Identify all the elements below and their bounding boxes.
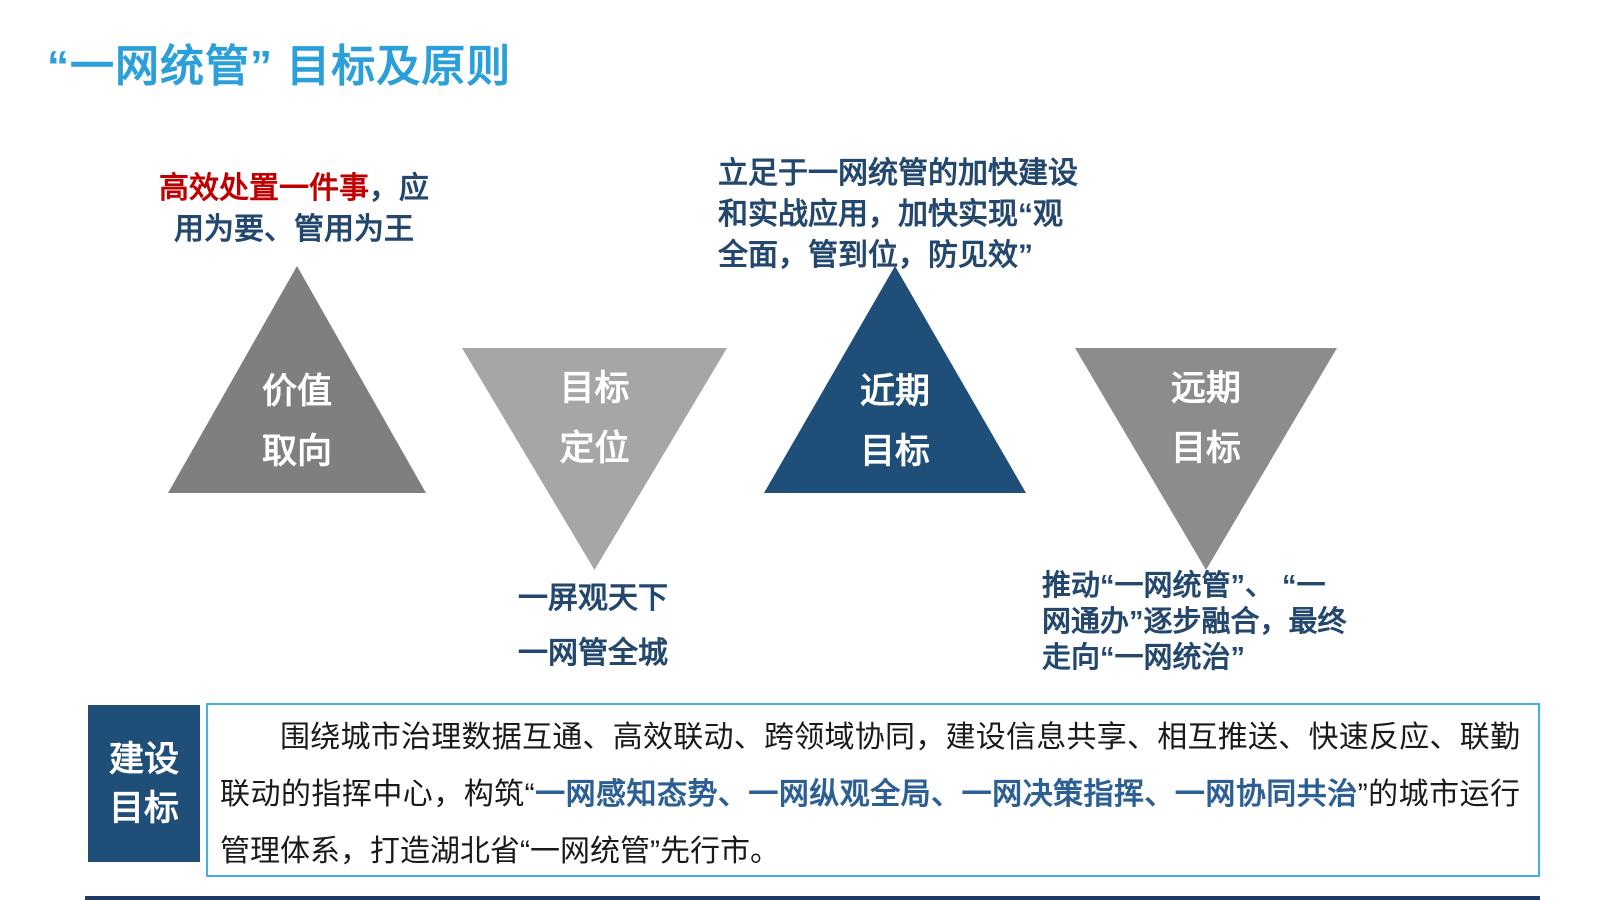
construction-goal-panel: 围绕城市治理数据互通、高效联动、跨领域协同，建设信息共享、相互推送、快速反应、联… bbox=[206, 703, 1540, 877]
construction-goal-text-prefix: 围绕城市治理数据互通、高效联动、跨领域协同，建设信息共享、相互推送、快速反应、联… bbox=[220, 721, 1520, 811]
triangle-value-orientation: 价值 取向 bbox=[168, 266, 426, 493]
triangle-label: 近期 bbox=[859, 372, 930, 411]
value-orientation-note: 高效处置一件事，应 用为要、管用为王 bbox=[138, 168, 450, 250]
triangle-label: 目标 bbox=[859, 432, 930, 471]
construction-goal-text-suffix: ”的城市运行管理体系，打造湖北省“一网统管”先行市。 bbox=[220, 778, 1521, 868]
near-note-line: 和实战应用，加快实现“观 bbox=[718, 198, 1063, 231]
value-note-line2: 用为要、管用为王 bbox=[174, 213, 414, 246]
construction-goal-label-line2: 目标 bbox=[108, 788, 179, 828]
value-note-rest: ，应 bbox=[369, 172, 429, 205]
near-term-note: 立足于一网统管的加快建设 和实战应用，加快实现“观 全面，管到位，防见效” bbox=[718, 153, 1118, 276]
far-note-line: 推动“一网统管”、 “一 bbox=[1042, 570, 1326, 602]
construction-goal-text: 围绕城市治理数据互通、高效联动、跨领域协同，建设信息共享、相互推送、快速反应、联… bbox=[220, 709, 1520, 880]
triangle-label: 取向 bbox=[261, 432, 332, 471]
triangle-goal-positioning: 目标 定位 bbox=[462, 348, 727, 570]
value-note-highlight: 高效处置一件事 bbox=[159, 172, 369, 205]
construction-goal-label: 建设 目标 bbox=[88, 705, 200, 862]
long-term-note: 推动“一网统管”、 “一 网通办”逐步融合，最终 走向“一网统治” bbox=[1042, 568, 1392, 676]
triangle-label: 定位 bbox=[559, 429, 630, 468]
far-note-line: 走向“一网统治” bbox=[1042, 642, 1246, 674]
screen-note-line2: 一网管全城 bbox=[518, 637, 668, 670]
triangle-near-term-goal: 近期 目标 bbox=[764, 266, 1026, 493]
triangle-label: 远期 bbox=[1170, 369, 1241, 408]
slide-title: “一网统管” 目标及原则 bbox=[47, 42, 512, 91]
triangle-long-term-goal: 远期 目标 bbox=[1075, 348, 1337, 570]
triangle-label: 价值 bbox=[261, 372, 332, 411]
triangle-label: 目标 bbox=[559, 369, 630, 408]
far-note-line: 网通办”逐步融合，最终 bbox=[1042, 606, 1347, 638]
triangle-label: 目标 bbox=[1170, 429, 1241, 468]
near-note-line: 立足于一网统管的加快建设 bbox=[718, 157, 1078, 190]
construction-goal-text-highlight: 一网感知态势、一网纵观全局、一网决策指挥、一网协同共治 bbox=[534, 778, 1358, 811]
near-note-line: 全面，管到位，防见效” bbox=[718, 239, 1033, 272]
footer-bar bbox=[85, 896, 1540, 900]
screen-note-line1: 一屏观天下 bbox=[518, 582, 668, 615]
goal-positioning-note: 一屏观天下 一网管全城 bbox=[468, 583, 718, 670]
construction-goal-label-line1: 建设 bbox=[108, 739, 179, 779]
